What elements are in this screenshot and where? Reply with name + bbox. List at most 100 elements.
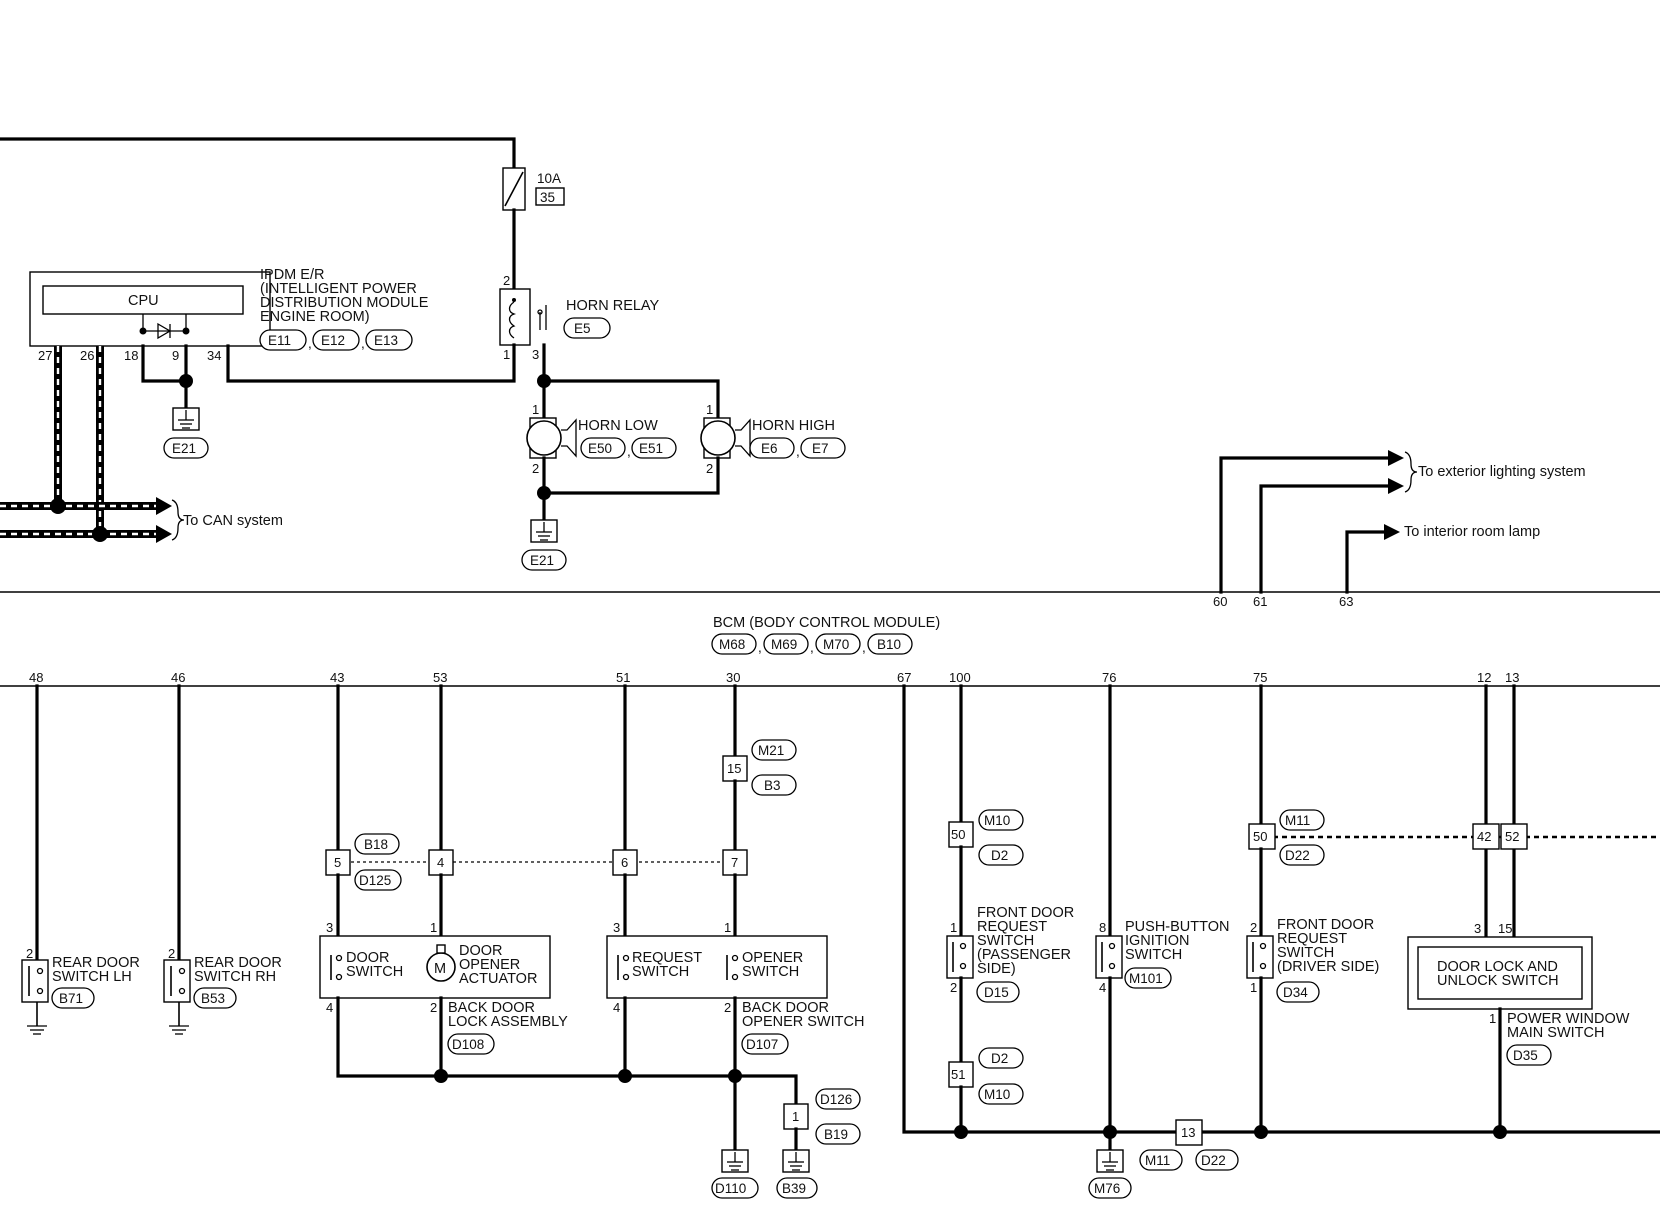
rear-rh-connector: B53 [201,991,225,1006]
bcm-conn-m70: M70 [823,637,849,652]
horn-low-conn-e50: E50 [588,441,612,456]
front-drv-joint: 50 M11 D22 [1248,809,1325,866]
svg-text:15: 15 [727,761,741,776]
rear-rh-label-1: REAR DOOR [194,955,282,971]
svg-text:,: , [308,336,312,351]
fd-label-1: FRONT DOOR [1277,917,1374,933]
svg-text:7: 7 [731,855,738,870]
lock-switch-label-2: UNLOCK SWITCH [1437,973,1559,989]
bcm-pin-63: 63 [1339,594,1353,609]
fd-label-2: REQUEST [1277,931,1347,947]
can-label: To CAN system [183,513,283,529]
svg-text:4: 4 [1099,980,1106,995]
svg-text:5: 5 [334,855,341,870]
ipdm-pin-27: 27 [38,348,52,363]
joint-connector-1: 5 4 6 7 B18 D125 [325,833,748,891]
bcm-pin-43: 43 [330,670,344,685]
joint3-conn-d126: D126 [820,1092,852,1107]
rear-rh-label-2: SWITCH RH [194,969,276,985]
horn-relay-label: HORN RELAY [566,298,660,314]
joint-connector-13: 13 M11 D22 [1139,1119,1239,1171]
ground-symbol: E21 [521,519,567,571]
lock-switch-joint: 42 52 [1472,823,1528,850]
back-door-opener-switch: 3 1 4 2 REQUEST SWITCH OPENER SWITCH BAC… [606,920,864,1055]
door-lock-unlock-switch: 3 15 DOOR LOCK AND UNLOCK SWITCH 1 POWER… [1407,921,1630,1066]
opener-switch-name-1: BACK DOOR [742,1000,829,1016]
bcm-pin-76: 76 [1102,670,1116,685]
svg-text:4: 4 [613,1000,620,1015]
svg-text:,: , [810,640,814,655]
svg-text:2: 2 [532,461,539,476]
ground-symbol: D110 [711,1149,759,1199]
horn-relay-connector: E5 [574,321,591,336]
svg-text:,: , [862,640,866,655]
can-lines: To CAN system [0,346,283,543]
pw-connector: D35 [1513,1048,1538,1063]
pb-connector: M101 [1129,971,1163,986]
horn-low-conn-e51: E51 [639,441,663,456]
request-switch-label-2: SWITCH [632,964,689,980]
power-wire [0,137,516,170]
actuator-label-1: DOOR [459,943,503,959]
bcm-pin-75: 75 [1253,670,1267,685]
opener-switch-label-2: SWITCH [742,964,799,980]
fuse-number: 35 [540,190,555,205]
opener-switch-name-2: OPENER SWITCH [742,1014,864,1030]
svg-text:13: 13 [1181,1125,1195,1140]
rear-door-switch-lh: 2 REAR DOOR SWITCH LH B71 [21,946,140,1035]
opener-switch-label-1: OPENER [742,950,803,966]
svg-text:1: 1 [1250,980,1257,995]
actuator-label-3: ACTUATOR [459,971,537,987]
horn-low: 1 2 HORN LOW E50 , E51 [526,402,677,476]
svg-text:3: 3 [326,920,333,935]
svg-text:M: M [434,961,446,977]
pw-label-1: POWER WINDOW [1507,1011,1630,1027]
interior-lamp-label: To interior room lamp [1404,524,1540,540]
ipdm-label-3: DISTRIBUTION MODULE [260,295,429,311]
pw-label-2: MAIN SWITCH [1507,1025,1604,1041]
fd-conn-d22: D22 [1285,848,1310,863]
svg-text:1: 1 [724,920,731,935]
ipdm-pin-26: 26 [80,348,94,363]
svg-text:,: , [627,444,631,459]
fp-label-1: FRONT DOOR [977,905,1074,921]
pb-label-1: PUSH-BUTTON [1125,919,1229,935]
joint2-conn-b3: B3 [764,778,781,793]
fp-label-5: SIDE) [977,961,1016,977]
svg-text:4: 4 [437,855,444,870]
svg-text:15: 15 [1498,921,1512,936]
svg-text:1: 1 [950,920,957,935]
joint2-conn-m21: M21 [758,743,784,758]
actuator-label-2: OPENER [459,957,520,973]
front-door-request-switch-driver: 2 1 FRONT DOOR REQUEST SWITCH (DRIVER SI… [1246,917,1379,1003]
horn-low-label: HORN LOW [578,418,658,434]
svg-text:4: 4 [326,1000,333,1015]
request-switch-label-1: REQUEST [632,950,702,966]
ipdm-label-4: ENGINE ROOM) [260,309,370,325]
pb-label-2: IGNITION [1125,933,1189,949]
ground-symbol: M76 [1088,1149,1132,1199]
svg-text:2: 2 [26,946,33,961]
door-switch-label-2: SWITCH [346,964,403,980]
opener-switch-connector: D107 [746,1037,778,1052]
fp-jbot-conn-m10: M10 [984,1087,1010,1102]
bcm-pin-30: 30 [726,670,740,685]
bcm: BCM (BODY CONTROL MODULE) M68 , M69 , M7… [0,591,1660,687]
relay-pin-1: 1 [503,347,510,362]
fuse-rating: 10A [537,171,561,186]
exterior-outputs: To exterior lighting system To interior … [1213,450,1586,609]
ipdm-conn-e13: E13 [374,333,398,348]
back-door-lock-label-1: BACK DOOR [448,1000,535,1016]
fp-label-2: REQUEST [977,919,1047,935]
svg-text:2: 2 [706,461,713,476]
front-door-request-switch-passenger: 1 2 FRONT DOOR REQUEST SWITCH (PASSENGER… [946,905,1074,1003]
fd-connector: D34 [1283,985,1308,1000]
fp-label-3: SWITCH [977,933,1034,949]
horn-high-conn-e7: E7 [812,441,829,456]
svg-text:1: 1 [430,920,437,935]
joint1-conn-b18: B18 [364,837,388,852]
push-button-ignition-switch: 8 4 PUSH-BUTTON IGNITION SWITCH M101 [1095,919,1229,995]
door-switch-label-1: DOOR [346,950,390,966]
rear-lh-label-1: REAR DOOR [52,955,140,971]
